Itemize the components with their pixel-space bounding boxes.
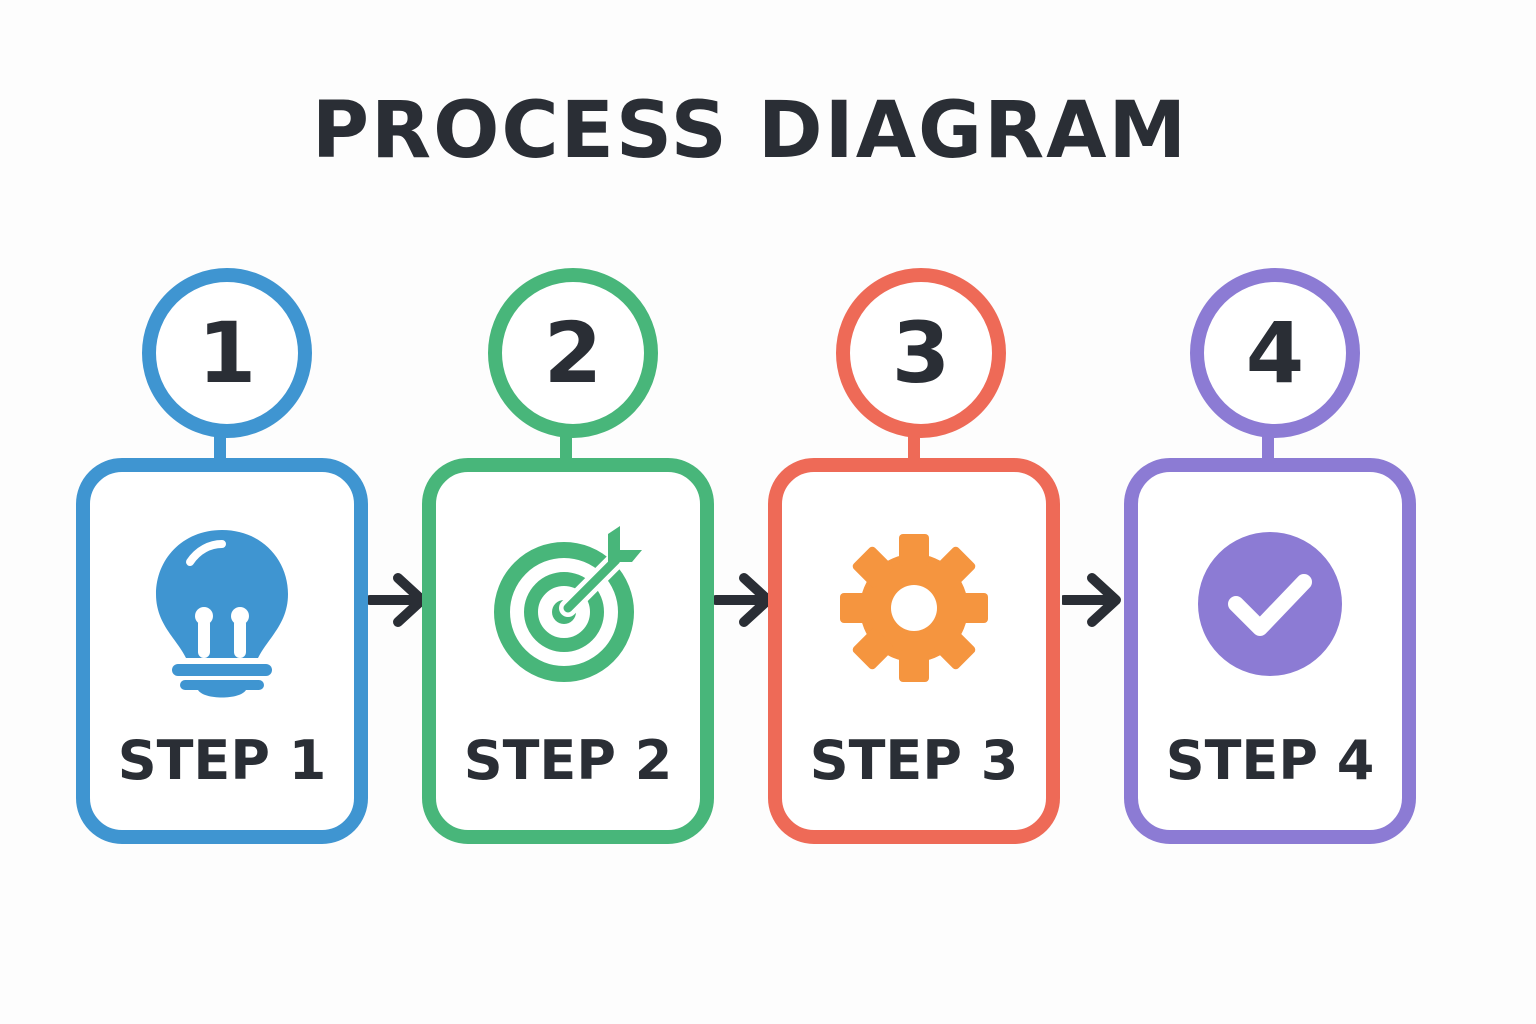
arrow-1-to-2	[368, 573, 427, 627]
step-2-number-circle: 2	[488, 268, 658, 438]
step-2-label: STEP 2	[463, 729, 673, 792]
step-4-number-circle: 4	[1190, 268, 1360, 438]
step-4-number: 4	[1245, 304, 1305, 402]
step-3-card: STEP 3	[768, 458, 1060, 844]
step-1-label: STEP 1	[117, 729, 327, 792]
step-4-label: STEP 4	[1165, 729, 1375, 792]
step-3-number-circle: 3	[836, 268, 1006, 438]
arrow-2-to-3	[714, 573, 773, 627]
diagram-title: PROCESS DIAGRAM	[311, 86, 1189, 176]
step-4-card: STEP 4	[1124, 458, 1416, 844]
step-1-number: 1	[197, 304, 257, 402]
step-3-number: 3	[891, 304, 951, 402]
step-2-card: STEP 2	[422, 458, 714, 844]
arrow-3-to-4	[1062, 573, 1121, 627]
step-2-number: 2	[543, 304, 603, 402]
step-1-number-circle: 1	[142, 268, 312, 438]
target-icon	[494, 526, 642, 682]
step-3-label: STEP 3	[809, 729, 1019, 792]
lightbulb-icon	[156, 530, 288, 698]
check-circle-icon	[1198, 532, 1342, 676]
step-1-card: STEP 1	[76, 458, 368, 844]
gear-icon	[840, 534, 988, 682]
